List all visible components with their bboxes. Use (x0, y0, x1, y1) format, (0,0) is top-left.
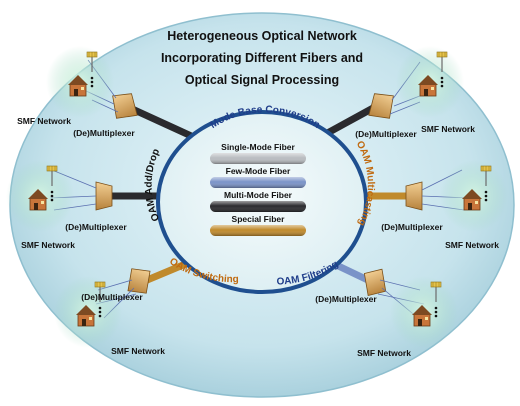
fiber-rod-shading (210, 225, 306, 236)
smf-label-top-right: SMF Network (421, 124, 475, 134)
smf-node-mid-left (5, 159, 75, 233)
fiber-rod-shading (210, 153, 306, 164)
smf-label-top-left: SMF Network (17, 116, 71, 126)
fiber-rod-shading (210, 177, 306, 188)
node-labels: SMF Network (De)Multiplexer SMF Network … (17, 116, 499, 358)
title-line-3: Optical Signal Processing (185, 73, 339, 87)
smf-node-bottom-left (53, 275, 123, 349)
smf-label-mid-left: SMF Network (21, 240, 75, 250)
mux-label-mid-right: (De)Multiplexer (381, 222, 443, 232)
smf-node-bottom-right (389, 275, 459, 349)
mux-label-bottom-left: (De)Multiplexer (81, 292, 143, 302)
title-line-2: Incorporating Different Fibers and (161, 51, 363, 65)
smf-node-top-left (45, 45, 115, 119)
fiber-label: Few-Mode Fiber (226, 166, 291, 176)
multiplexer-icon (127, 268, 151, 294)
smf-node-top-right (395, 45, 465, 119)
mux-label-mid-left: (De)Multiplexer (65, 222, 127, 232)
mux-label-top-right: (De)Multiplexer (355, 129, 417, 139)
fiber-label: Multi-Mode Fiber (224, 190, 293, 200)
fiber-rod-shading (210, 201, 306, 212)
smf-label-bottom-right: SMF Network (357, 348, 411, 358)
fiber-label: Single-Mode Fiber (221, 142, 295, 152)
multiplexer-icon (368, 93, 394, 119)
diagram-title: Heterogeneous Optical Network Incorporat… (161, 29, 363, 87)
multiplexer-icon (405, 181, 423, 211)
smf-label-mid-right: SMF Network (445, 240, 499, 250)
title-line-1: Heterogeneous Optical Network (167, 29, 357, 43)
mux-label-top-left: (De)Multiplexer (73, 128, 135, 138)
mux-label-bottom-right: (De)Multiplexer (315, 294, 377, 304)
smf-node-mid-right (439, 159, 509, 233)
fiber-label: Special Fiber (232, 214, 286, 224)
multiplexers (95, 93, 423, 296)
multiplexer-icon (95, 181, 113, 211)
smf-label-bottom-left: SMF Network (111, 346, 165, 356)
